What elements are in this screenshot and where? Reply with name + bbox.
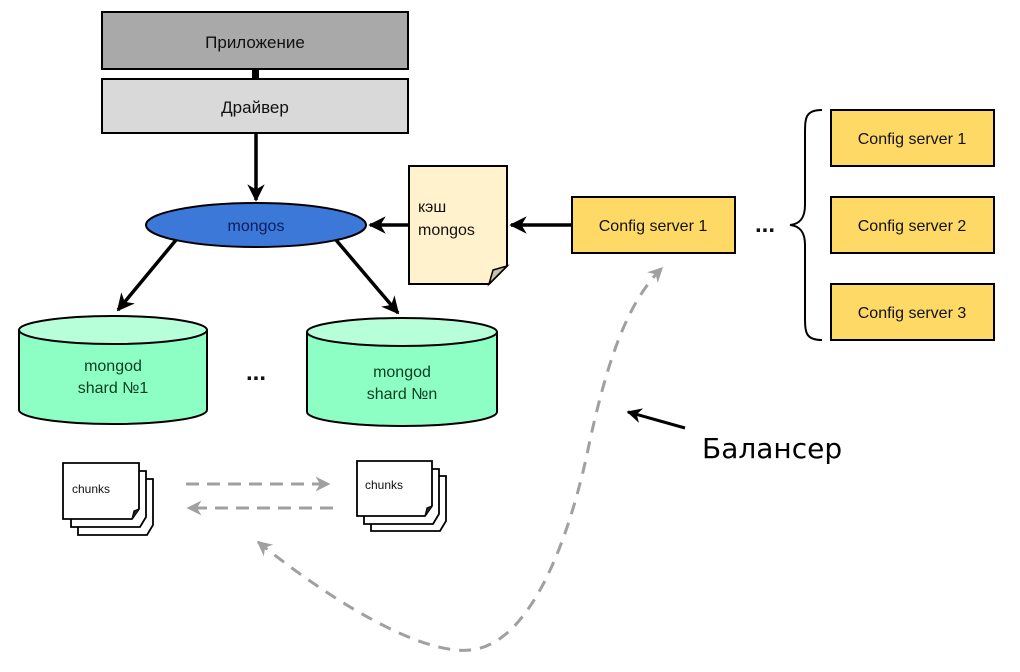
config-replica-1: Config server 1	[830, 109, 995, 167]
shard-n-label-line2: shard №n	[367, 386, 438, 403]
config-replica-2: Config server 2	[830, 196, 995, 254]
cache-label-line1: кэш	[418, 199, 446, 216]
mongos-node: mongos	[145, 202, 367, 248]
driver-label: Драйвер	[221, 98, 289, 117]
chunk-page-fold	[131, 508, 140, 520]
config-replica-2-label: Config server 2	[858, 218, 967, 235]
mongos-cache-document: кэш mongos	[408, 165, 510, 287]
application-label: Приложение	[205, 33, 305, 52]
app-driver-connector	[252, 69, 259, 79]
balancer-label: Балансер	[702, 432, 842, 465]
shard-n-top	[306, 317, 498, 347]
driver-box-rect	[101, 78, 409, 134]
mongos-to-shardn-arrow	[334, 238, 400, 315]
config-server-main-rect	[571, 196, 736, 254]
shard-1-top	[18, 315, 208, 345]
config-replica-1-rect	[830, 109, 995, 167]
application-box-rect	[101, 11, 409, 70]
config-replica-1-label: Config server 1	[858, 131, 967, 148]
shard-1-label-line2: shard №1	[78, 380, 149, 397]
shard-1-label-line1: mongod	[84, 358, 142, 375]
mongos-label: mongos	[228, 218, 285, 235]
chunks-stack-1: chunks	[62, 462, 154, 536]
chunks-1-label: chunks	[72, 482, 110, 496]
shard-1: mongod shard №1	[18, 315, 208, 425]
config-server-main: Config server 1	[571, 196, 736, 254]
shard-ellipsis: ...	[246, 359, 266, 386]
mongos-to-shard1-arrow	[116, 238, 178, 312]
config-replica-3: Config server 3	[830, 283, 995, 341]
config-ellipsis: ...	[755, 211, 775, 238]
config-replica-3-label: Config server 3	[858, 305, 967, 322]
cache-label-line2: mongos	[418, 222, 475, 239]
balancer-pointer-arrow	[626, 408, 686, 430]
replica-set-brace	[789, 109, 823, 341]
config-server-main-label: Config server 1	[599, 218, 708, 235]
mongos-ellipse	[145, 202, 367, 248]
config-replica-2-rect	[830, 196, 995, 254]
chunks-stack-n: chunks	[356, 460, 447, 532]
shard-n: mongod shard №n	[306, 317, 498, 427]
application-box: Приложение	[101, 11, 409, 70]
chunks-n-label: chunks	[365, 478, 403, 492]
shard-n-label-line1: mongod	[373, 364, 431, 381]
balancer-path-arrow	[256, 266, 664, 652]
config-replica-3-rect	[830, 283, 995, 341]
driver-box: Драйвер	[101, 78, 409, 134]
shard-1-body	[18, 330, 208, 425]
